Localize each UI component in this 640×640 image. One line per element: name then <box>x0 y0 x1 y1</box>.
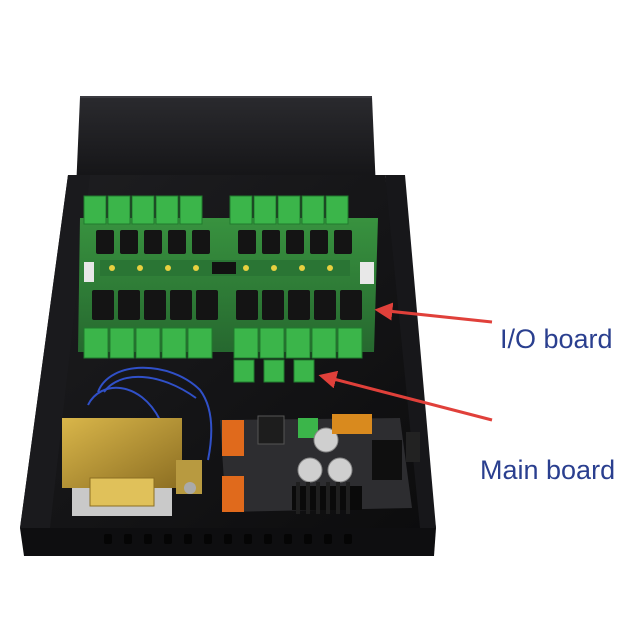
top-relays <box>96 230 352 254</box>
main-board-label: Main board <box>480 455 616 485</box>
bottom-relays <box>92 290 362 320</box>
top-terminal-blocks <box>83 195 349 225</box>
component-row <box>84 260 374 284</box>
bottom-terminal-blocks <box>83 327 363 383</box>
arrow-icon <box>318 370 493 422</box>
enclosure-lid <box>76 96 376 190</box>
main-board <box>220 414 420 514</box>
io-board <box>78 195 378 383</box>
heatsink <box>292 482 362 514</box>
transformer <box>62 418 202 516</box>
io-board-label: I/O board <box>500 324 613 354</box>
vent-holes <box>104 534 352 544</box>
arrow-icon <box>374 302 493 324</box>
wires <box>87 366 213 461</box>
